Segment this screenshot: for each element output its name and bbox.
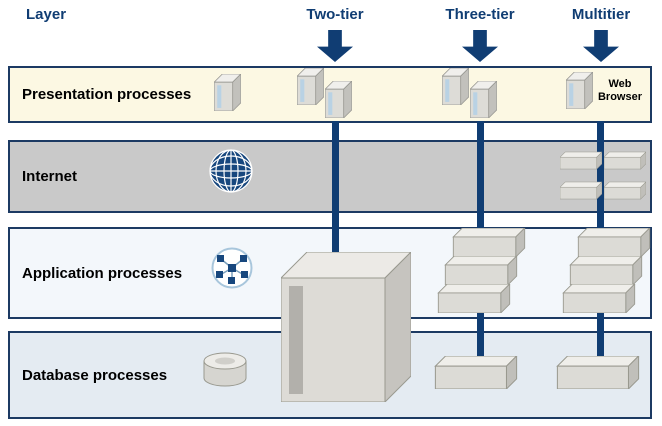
server-box-icon [452, 228, 526, 257]
workstation-tower-icon [442, 68, 469, 105]
server-box-icon [569, 256, 643, 285]
web-browser-label: Web Browser [597, 78, 643, 104]
two-tier-down-arrow-icon [317, 30, 353, 62]
multitier-down-arrow-icon [583, 30, 619, 62]
server-box-icon [434, 356, 518, 389]
server-box-icon [560, 151, 602, 170]
application-layer-label: Application processes [22, 264, 183, 282]
server-box-icon [444, 256, 518, 285]
three-tier-down-arrow-icon [462, 30, 498, 62]
database-layer-label: Database processes [22, 366, 168, 384]
server-box-icon [556, 356, 640, 389]
large-server-tower-icon [281, 252, 411, 402]
server-box-icon [604, 151, 646, 170]
two-tier-connector-line [332, 121, 339, 259]
database-cylinder-icon [202, 352, 248, 388]
internet-layer-label: Internet [22, 168, 78, 185]
three-tier-column-header: Three-tier [445, 6, 515, 23]
server-box-icon [560, 181, 602, 200]
server-box-icon [604, 181, 646, 200]
server-box-icon [437, 284, 511, 313]
workstation-tower-icon [214, 74, 241, 111]
server-box-icon [562, 284, 636, 313]
two-tier-column-header: Two-tier [306, 6, 364, 23]
network-cluster-icon [211, 247, 253, 289]
internet-layer-band: Internet [8, 140, 652, 213]
server-box-icon [577, 228, 651, 257]
internet-globe-icon [207, 147, 255, 195]
presentation-layer-label: Presentation processes [22, 86, 192, 103]
workstation-tower-icon [325, 81, 352, 118]
layer-column-header: Layer [26, 6, 67, 23]
workstation-tower-icon [297, 68, 324, 105]
workstation-tower-icon [566, 72, 593, 109]
multitier-column-header: Multitier [571, 6, 631, 23]
workstation-tower-icon [470, 81, 497, 118]
